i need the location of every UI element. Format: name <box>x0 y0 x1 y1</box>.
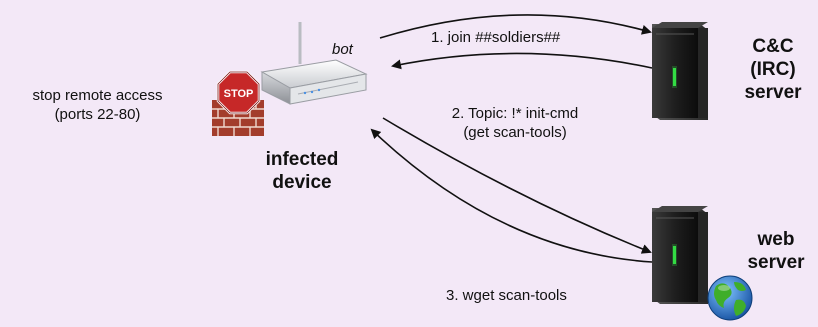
web-server-icon <box>652 206 708 304</box>
web-server-label: web server <box>738 228 814 274</box>
stop-label-line1: stop remote access <box>32 87 163 104</box>
cc-label-line2: (IRC) <box>750 59 796 80</box>
cc-label-line1: C&C <box>752 36 794 57</box>
infected-device-label: infected device <box>242 148 362 194</box>
step-2-line2: (get scan-tools) <box>463 124 567 141</box>
arrow-wget-request <box>382 117 652 254</box>
web-label-line1: web <box>757 229 795 250</box>
globe-icon <box>707 275 753 321</box>
arrow-topic <box>391 52 653 70</box>
step-2-line1: 2. Topic: !* init-cmd <box>451 105 579 122</box>
step-1-label: 1. join ##soldiers## <box>431 29 561 46</box>
router-icon <box>260 22 368 105</box>
stop-sign-icon: STOP <box>216 70 261 115</box>
svg-text:STOP: STOP <box>224 88 254 100</box>
step-3-label: 3. wget scan-tools <box>446 287 567 304</box>
stop-label-line2: (ports 22-80) <box>54 106 141 123</box>
bot-label: bot <box>332 41 353 58</box>
infected-label-line2: device <box>272 172 332 193</box>
cc-server-label: C&C (IRC) server <box>733 35 813 104</box>
infected-label-line1: infected <box>265 149 339 170</box>
cc-label-line3: server <box>744 82 802 103</box>
arrow-join <box>379 14 652 39</box>
step-2-label: 2. Topic: !* init-cmd (get scan-tools) <box>427 104 603 142</box>
cc-server-icon <box>652 22 708 120</box>
stop-remote-access-label: stop remote access (ports 22-80) <box>10 86 185 124</box>
web-label-line2: server <box>747 252 805 273</box>
arrow-wget-download <box>370 128 653 263</box>
